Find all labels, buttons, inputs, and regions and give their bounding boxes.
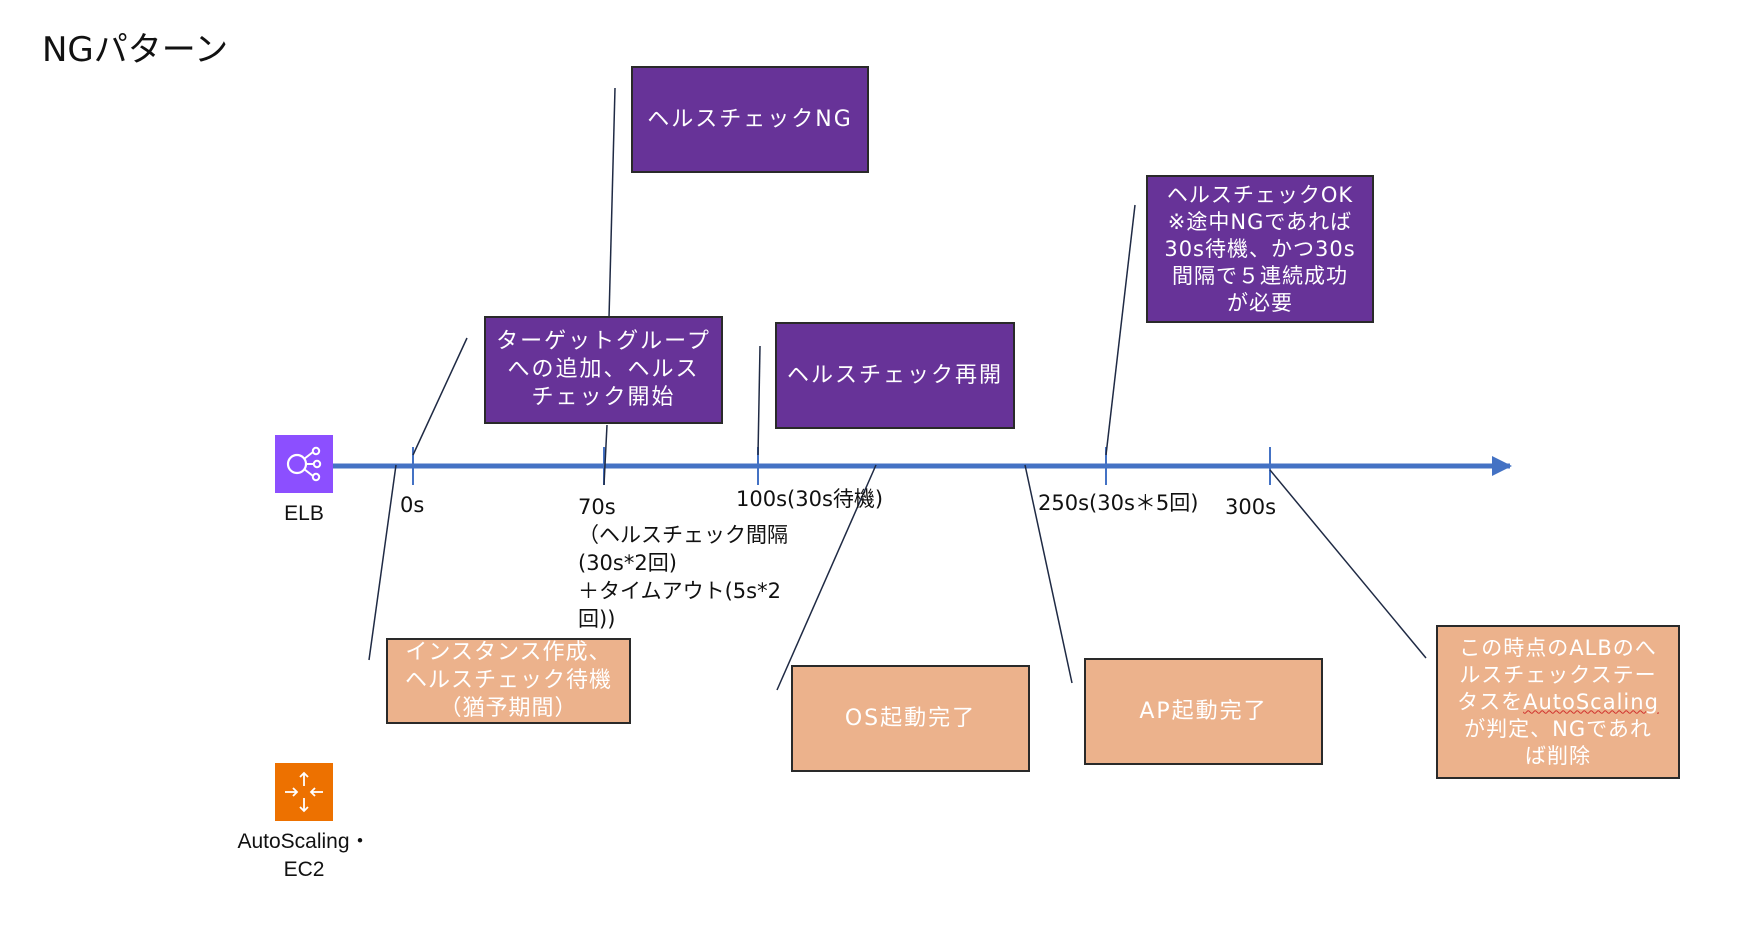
target-group-box: ターゲットグループ への追加、ヘルス チェック開始: [484, 316, 723, 424]
connector-ap-boot: [1024, 464, 1073, 684]
judge-text: この時点のALBのへ ルスチェックステー タスをAutoScaling が判定、…: [1457, 635, 1659, 770]
tick-label-250s: 250s(30s＊5回): [1038, 491, 1199, 515]
judge-box: この時点のALBのへ ルスチェックステー タスをAutoScaling が判定、…: [1436, 625, 1680, 779]
os-boot-box: OS起動完了: [791, 665, 1030, 772]
elb-icon-tile: [275, 435, 333, 493]
judge-text-suffix: が判定、NGであれ ば削除: [1464, 716, 1652, 768]
connector-healthcheck-ng: [608, 87, 616, 319]
autoscaling-icon-tile: [275, 763, 333, 821]
healthcheck-ok-box: ヘルスチェックOK ※途中NGであれば 30s待機、かつ30s 間隔で５連続成功…: [1146, 175, 1374, 323]
connector-os-boot: [776, 464, 877, 691]
connector-instance-create: [368, 464, 397, 661]
elb-label: ELB: [284, 502, 324, 525]
page-title: NGパターン: [42, 30, 229, 70]
connector-healthcheck-resume: [757, 345, 761, 456]
instance-create-box: インスタンス作成、 ヘルスチェック待機 （猶予期間）: [386, 638, 631, 724]
judge-text-prefix: この時点のALBのへ ルスチェックステー タスを: [1457, 635, 1657, 714]
connector-judge: [1269, 469, 1427, 659]
connector-70s-tick: [603, 424, 608, 486]
tick-label-300s: 300s: [1225, 495, 1277, 519]
connector-target-group: [412, 337, 468, 456]
tick-label-0s: 0s: [400, 493, 425, 517]
ap-boot-box: AP起動完了: [1084, 658, 1323, 765]
auto-scaling-icon: [285, 771, 323, 813]
tick-label-70s: 70s （ヘルスチェック間隔 (30s*2回) ＋タイムアウト(5s*2 回)): [578, 495, 788, 631]
tick-label-100s: 100s(30s待機): [736, 487, 884, 511]
healthcheck-ng-box: ヘルスチェックNG: [631, 66, 869, 173]
healthcheck-resume-box: ヘルスチェック再開: [775, 322, 1015, 429]
load-balancer-icon: [286, 446, 322, 482]
connector-healthcheck-ok: [1105, 204, 1136, 456]
autoscaling-label: AutoScaling・ EC2: [237, 830, 371, 881]
judge-text-autoscaling: AutoScaling: [1523, 689, 1659, 714]
